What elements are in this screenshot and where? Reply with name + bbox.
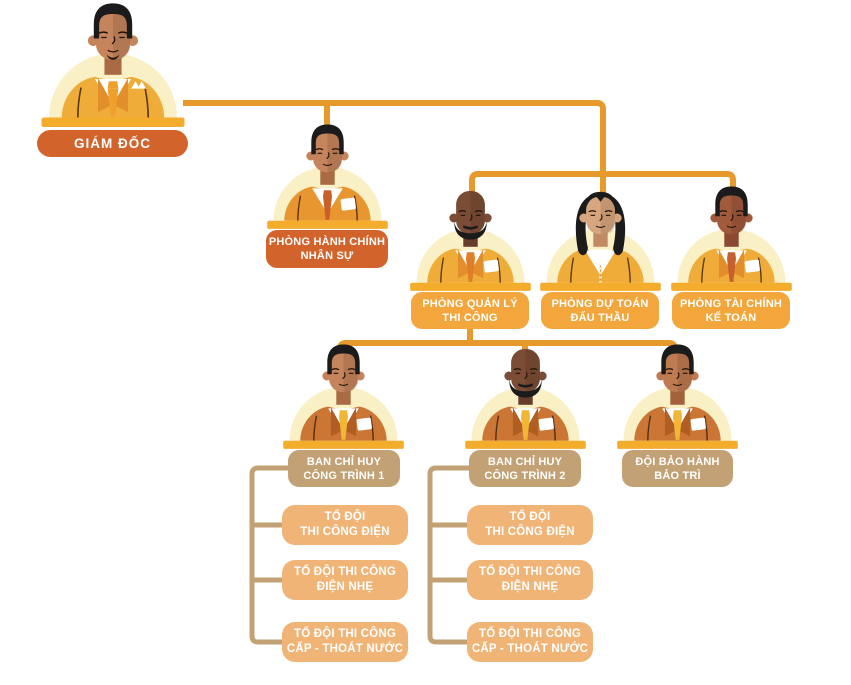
label-line: KẾ TOÁN bbox=[705, 311, 757, 324]
label-phong-hanh-chinh-nhan-su: PHÒNG HÀNH CHÍNH NHÂN SỰ bbox=[266, 230, 388, 268]
person-bust-illustration-phong-du-toan-dau-thau bbox=[540, 191, 661, 291]
label-line: CÔNG TRÌNH 2 bbox=[484, 469, 566, 482]
label-to-doi-thi-cong-dien-nhe-2: TỔ ĐỘI THI CÔNG ĐIỆN NHẸ bbox=[467, 560, 593, 600]
label-line: PHÒNG DỰ TOÁN bbox=[551, 297, 649, 310]
person-bust-illustration-ban-chi-huy-cong-trinh-2 bbox=[465, 348, 586, 449]
person-bust-illustration-giam-doc bbox=[41, 3, 185, 128]
label-to-doi-thi-cong-dien-1: TỔ ĐỘI THI CÔNG ĐIỆN bbox=[282, 505, 408, 545]
label-phong-tai-chinh-ke-toan: PHÒNG TÀI CHÍNH KẾ TOÁN bbox=[672, 292, 790, 329]
label-line: PHÒNG QUẢN LÝ bbox=[422, 297, 518, 310]
label-ban-chi-huy-cong-trinh-1: BAN CHỈ HUY CÔNG TRÌNH 1 bbox=[288, 450, 400, 487]
person-bust-illustration-phong-tai-chinh-ke-toan bbox=[671, 186, 792, 291]
person-bust-illustration-phong-quan-ly-thi-cong bbox=[410, 190, 531, 291]
label-giam-doc: GIÁM ĐỐC bbox=[37, 130, 188, 157]
label-to-doi-thi-cong-cap-thoat-nuoc-2: TỔ ĐỘI THI CÔNG CẤP - THOÁT NƯỚC bbox=[467, 622, 593, 662]
label-line: TỔ ĐỘI THI CÔNG bbox=[293, 566, 397, 578]
label-phong-du-toan-dau-thau: PHÒNG DỰ TOÁN ĐẤU THẦU bbox=[541, 292, 659, 329]
avatar-phong-du-toan bbox=[533, 182, 668, 292]
label-line: TỔ ĐỘI bbox=[509, 511, 551, 523]
avatar-phong-tai-chinh bbox=[664, 182, 799, 292]
label-line: PHÒNG HÀNH CHÍNH bbox=[268, 236, 386, 248]
label-to-doi-thi-cong-dien-2: TỔ ĐỘI THI CÔNG ĐIỆN bbox=[467, 505, 593, 545]
avatar-ban-chi-huy-1 bbox=[276, 340, 411, 450]
label-line: THI CÔNG ĐIỆN bbox=[485, 526, 575, 538]
label-doi-bao-hanh-bao-tri: ĐỘI BẢO HÀNH BẢO TRÌ bbox=[622, 450, 733, 487]
label-line: TỔ ĐỘI THI CÔNG bbox=[478, 566, 582, 578]
connector-cong-trinh-2-teams bbox=[427, 465, 478, 645]
label-line: THI CÔNG bbox=[442, 311, 498, 324]
label-line: TỔ ĐỘI THI CÔNG bbox=[478, 628, 582, 640]
label-to-doi-thi-cong-dien-nhe-1: TỔ ĐỘI THI CÔNG ĐIỆN NHẸ bbox=[282, 560, 408, 600]
avatar-doi-bao-hanh bbox=[610, 340, 745, 450]
person-bust-illustration-phong-hanh-chinh-nhan-su bbox=[267, 124, 388, 229]
connector-cong-trinh-1-teams bbox=[249, 465, 290, 645]
label-line: CẤP - THOÁT NƯỚC bbox=[286, 643, 404, 655]
label-line: ĐỘI BẢO HÀNH bbox=[635, 455, 720, 468]
label-line: ĐIỆN NHẸ bbox=[316, 581, 374, 593]
label-to-doi-thi-cong-cap-thoat-nuoc-1: TỔ ĐỘI THI CÔNG CẤP - THOÁT NƯỚC bbox=[282, 622, 408, 662]
label-line: GIÁM ĐỐC bbox=[74, 135, 151, 151]
label-line: BAN CHỈ HUY bbox=[487, 455, 563, 468]
avatar-giam-doc bbox=[33, 0, 193, 128]
label-line: NHÂN SỰ bbox=[300, 250, 354, 262]
label-line: BAN CHỈ HUY bbox=[306, 455, 382, 468]
person-bust-illustration-ban-chi-huy-cong-trinh-1 bbox=[283, 344, 404, 449]
label-phong-quan-ly-thi-cong: PHÒNG QUẢN LÝ THI CÔNG bbox=[411, 292, 529, 329]
label-line: PHÒNG TÀI CHÍNH bbox=[680, 297, 782, 310]
avatar-phong-hanh-chinh bbox=[260, 120, 395, 230]
avatar-ban-chi-huy-2 bbox=[458, 340, 593, 450]
avatar-phong-quan-ly bbox=[403, 182, 538, 292]
label-line: TỔ ĐỘI THI CÔNG bbox=[293, 628, 397, 640]
label-line: ĐIỆN NHẸ bbox=[501, 581, 559, 593]
label-ban-chi-huy-cong-trinh-2: BAN CHỈ HUY CÔNG TRÌNH 2 bbox=[469, 450, 581, 487]
label-line: CẤP - THOÁT NƯỚC bbox=[471, 643, 589, 655]
label-line: ĐẤU THẦU bbox=[570, 311, 630, 324]
label-line: CÔNG TRÌNH 1 bbox=[303, 469, 385, 482]
label-line: BẢO TRÌ bbox=[654, 469, 701, 482]
label-line: TỔ ĐỘI bbox=[324, 511, 366, 523]
person-bust-illustration-doi-bao-hanh-bao-tri bbox=[617, 344, 738, 449]
label-line: THI CÔNG ĐIỆN bbox=[300, 526, 390, 538]
connector-director-main bbox=[183, 100, 606, 174]
